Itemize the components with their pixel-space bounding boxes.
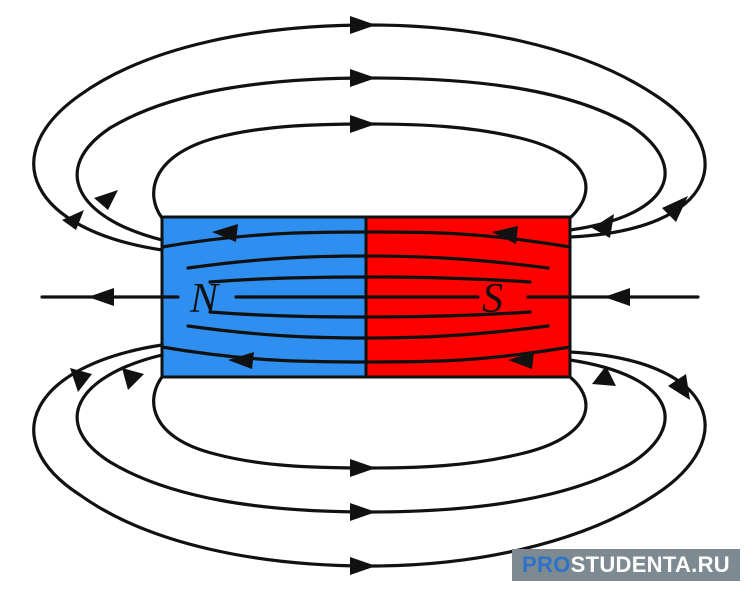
arrow-left-icon xyxy=(228,352,254,369)
arrow-right-icon xyxy=(350,503,376,521)
arrow-down-left-icon xyxy=(592,214,614,238)
watermark-suffix: STUDENTA.RU xyxy=(570,552,730,577)
arrow-left-icon xyxy=(492,226,518,244)
field-lines xyxy=(32,23,707,568)
arrow-up-icon xyxy=(70,368,92,392)
arrow-down-left-icon xyxy=(662,196,688,222)
arrow-up-icon xyxy=(122,368,144,390)
magnet-outline xyxy=(160,215,572,379)
watermark-prefix: PRO xyxy=(522,552,571,577)
field-line-upper-inner xyxy=(152,122,588,220)
field-arrows xyxy=(62,16,690,575)
internal-line-1 xyxy=(160,230,572,249)
field-line-lower-middle xyxy=(75,353,667,514)
arrow-right-icon xyxy=(350,115,376,133)
arrow-right-icon xyxy=(350,16,376,34)
arrow-left-icon xyxy=(508,352,534,369)
arrow-up-icon xyxy=(592,366,616,386)
arrow-right-icon xyxy=(350,557,376,575)
south-pole-label: S xyxy=(482,276,503,322)
arrow-left-icon xyxy=(88,288,114,306)
arrow-left-icon xyxy=(604,288,630,306)
north-pole-label: N xyxy=(189,276,220,322)
field-line-lower-inner xyxy=(152,375,588,470)
internal-line-7 xyxy=(160,345,572,364)
arrow-left-icon xyxy=(212,224,238,242)
arrow-down-left-icon xyxy=(94,190,118,210)
arrow-right-icon xyxy=(350,69,376,87)
arrow-right-icon xyxy=(350,459,376,477)
arrow-down-left-icon xyxy=(62,210,84,230)
arrow-up-icon xyxy=(668,374,690,400)
